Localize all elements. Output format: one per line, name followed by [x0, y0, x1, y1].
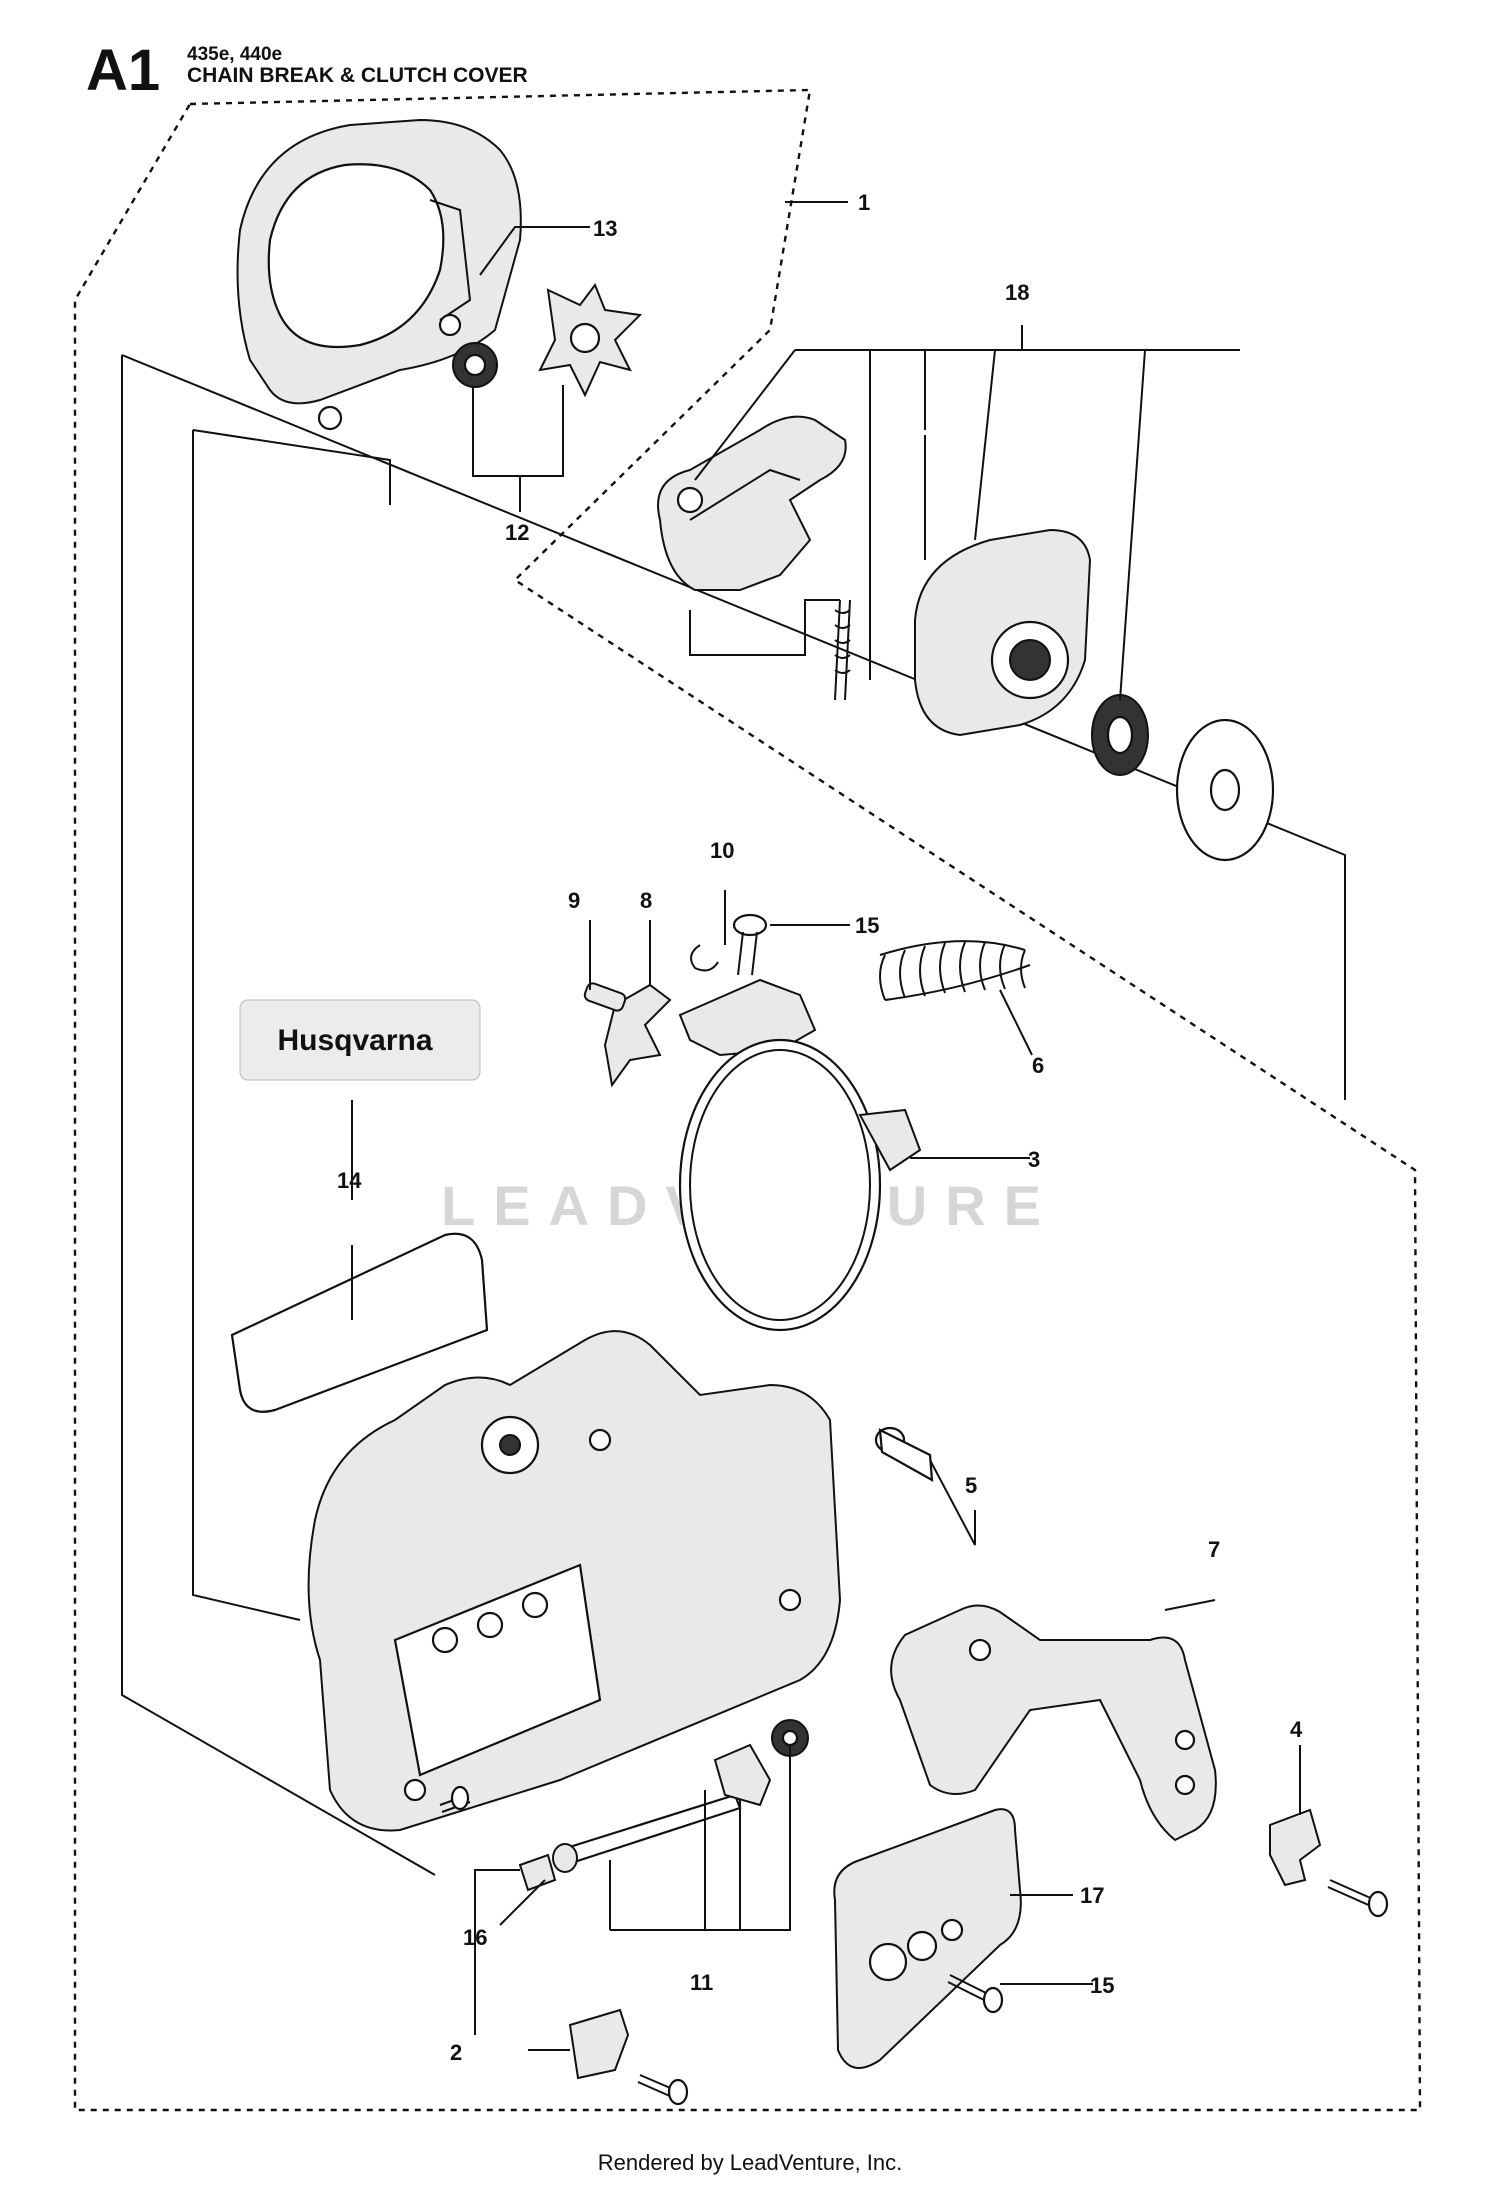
pivot-pin-part	[583, 982, 627, 1012]
diagram-title: CHAIN BREAK & CLUTCH COVER	[187, 64, 528, 87]
clutch-cover-part	[236, 118, 522, 431]
assembly-boundary	[73, 88, 1422, 2112]
callout-1: 1	[858, 190, 870, 215]
bolt-top-part	[732, 913, 768, 976]
callout-2: 2	[450, 2040, 462, 2065]
assembly-bracket-inner	[192, 429, 391, 1621]
callout-9: 9	[568, 888, 580, 913]
callout-3: 3	[1028, 1147, 1040, 1172]
callout-12: 12	[505, 520, 529, 545]
brake-drum-part	[914, 528, 1092, 737]
assembly-bracket-outer	[121, 354, 1346, 1876]
callout-11: 11	[690, 1970, 713, 1995]
tensioner-screw-part	[552, 1793, 742, 1873]
washer-part	[1175, 718, 1275, 862]
leader-lines	[351, 201, 1301, 2051]
callout-16: 16	[463, 1925, 487, 1950]
screw-bottom-part	[637, 2074, 689, 2106]
callout-13: 13	[593, 216, 617, 241]
blank-decal-part	[230, 1232, 489, 1413]
callout-18: 18	[1005, 280, 1029, 305]
spacer-sleeve-part	[874, 1426, 934, 1482]
screw-right-part	[1327, 1879, 1389, 1918]
slider-block-part	[568, 2008, 630, 2080]
callout-10: 10	[710, 838, 734, 863]
callout-14: 14	[337, 1168, 362, 1193]
sprocket-star-part	[538, 282, 643, 398]
tensioner-gear-part	[771, 1719, 809, 1757]
tensioner-nut-part	[713, 1743, 772, 1807]
callout-7: 7	[1208, 1537, 1220, 1562]
bar-guide-plate-part	[833, 1808, 1022, 2069]
brake-spring-large-part	[879, 940, 1031, 1001]
chain-guard-part	[890, 1604, 1217, 1842]
decal-brand: Husqvarna	[277, 1024, 432, 1057]
callout-8: 8	[640, 888, 652, 913]
model-numbers: 435e, 440e	[187, 44, 282, 65]
callout-6: 6	[1032, 1053, 1044, 1078]
retaining-clip-part	[690, 944, 719, 972]
husqvarna-decal: Husqvarna	[239, 999, 481, 1081]
screw-plate-part	[947, 1974, 1004, 2014]
brake-spring-part	[834, 599, 851, 701]
section-code: A1	[86, 38, 160, 103]
needle-bearing-part	[1091, 694, 1149, 776]
brake-band-part	[678, 1038, 922, 1332]
callout-15-bottom: 15	[1090, 1973, 1114, 1998]
brake-handle-part	[657, 415, 847, 591]
callout-15-top: 15	[855, 913, 879, 938]
pinion-gear-part	[452, 342, 498, 388]
screw-left-part	[439, 1785, 471, 1813]
tensioner-plate-part	[518, 1853, 557, 1892]
footer-credit: Rendered by LeadVenture, Inc.	[598, 2150, 903, 2175]
callout-5: 5	[965, 1473, 977, 1498]
callout-17: 17	[1080, 1883, 1104, 1908]
clutch-cover-housing-part	[307, 1330, 842, 1832]
chain-catcher-part	[1269, 1808, 1322, 1887]
callout-4: 4	[1290, 1717, 1303, 1742]
